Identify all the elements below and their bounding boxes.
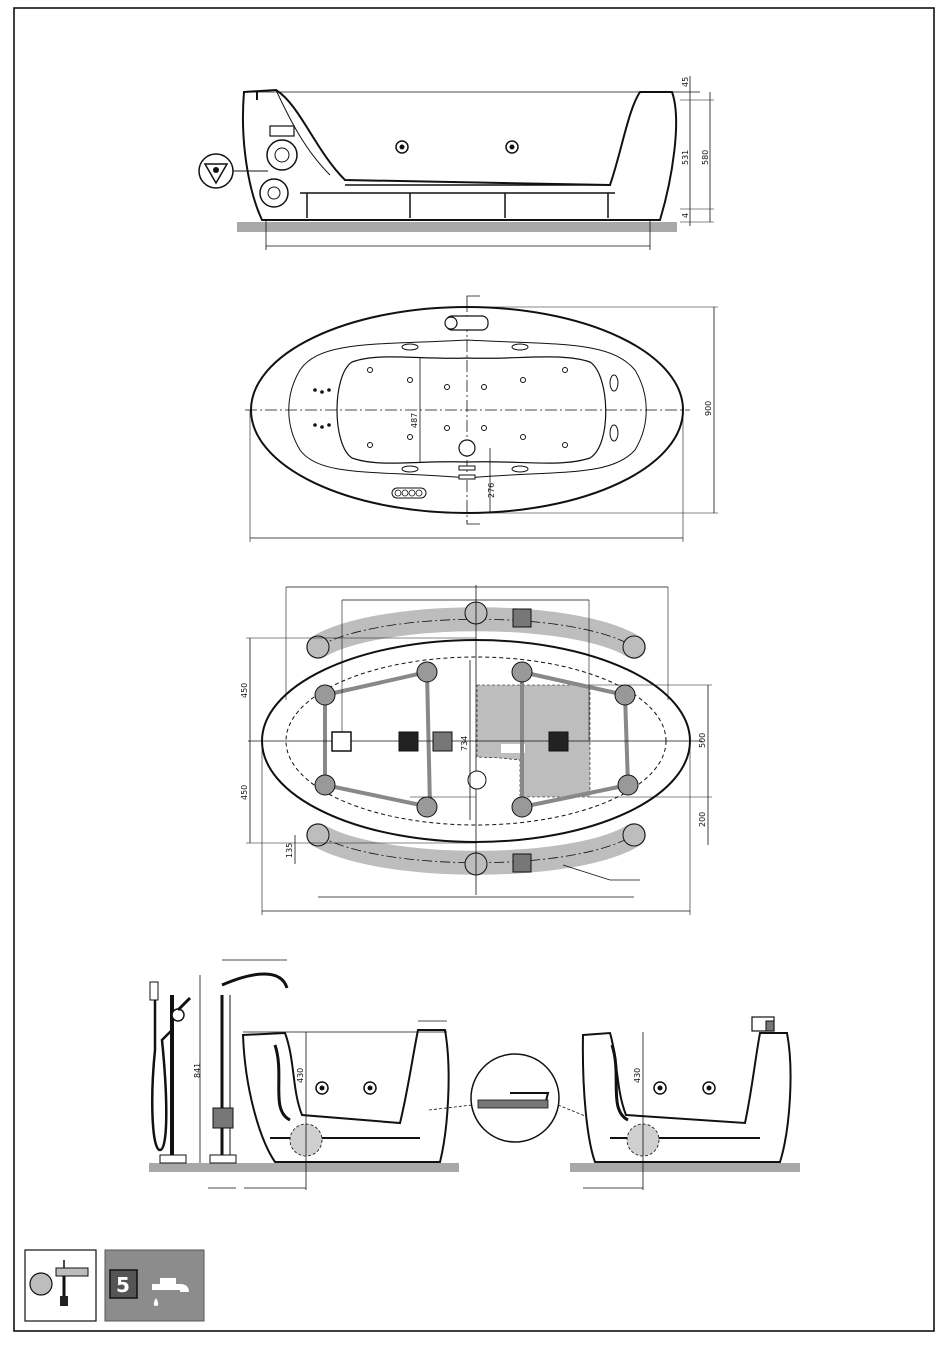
rail-clamp <box>513 854 531 872</box>
basin-dimension-label: 487 <box>410 413 419 428</box>
legend: 5 <box>25 1250 204 1321</box>
connection-box-black <box>549 732 568 751</box>
left-upper-dimension-label: 450 <box>240 683 249 698</box>
drain-icon <box>459 440 475 456</box>
width-dimension-label: 900 <box>704 401 713 416</box>
connection-box-gray <box>433 732 452 751</box>
legend-number: 5 <box>116 1273 130 1297</box>
spout-arc <box>222 974 287 988</box>
right-lower-dimension-label: 200 <box>698 812 707 827</box>
connection-box-black <box>399 732 418 751</box>
mixer-base <box>160 1155 186 1163</box>
pump-core <box>275 148 289 162</box>
mixer-handle-icon <box>445 317 457 329</box>
rail-clamp <box>513 609 531 627</box>
detail-drain-body <box>478 1100 548 1108</box>
jet-nozzle <box>510 145 515 150</box>
spout-base <box>210 1155 236 1163</box>
standpipe-connection-icon <box>30 1273 52 1295</box>
center-dimension-label: 734 <box>460 736 469 751</box>
mixer-height-label: 841 <box>193 1063 202 1078</box>
installation-plan-view: 450 450 734 500 200 135 <box>240 585 712 915</box>
mixer-control-box <box>213 1108 233 1128</box>
control-box <box>270 126 294 136</box>
depth-dimension-label: 531 <box>681 150 690 165</box>
floor-strip <box>149 1163 459 1172</box>
floor-strip <box>570 1163 800 1172</box>
top-plan-view: 900 487 276 <box>245 296 718 542</box>
left-depth-label: 430 <box>296 1068 305 1083</box>
section-marker-top <box>467 296 480 300</box>
drain-icon <box>468 771 486 789</box>
mixer-handle-icon <box>172 1009 184 1021</box>
tub-section-left <box>243 1030 449 1162</box>
tap-section-views: 841 430 430 <box>149 960 800 1190</box>
floor-strip <box>237 222 677 232</box>
drain-dimension-label: 276 <box>487 483 496 498</box>
right-depth-label: 430 <box>633 1068 642 1083</box>
gap-dimension-label: 4 <box>681 213 690 218</box>
left-lower-dimension-label: 450 <box>240 785 249 800</box>
right-upper-dimension-label: 500 <box>698 733 707 748</box>
side-elevation-view: 45 531 580 4 <box>199 76 714 250</box>
leader-line <box>563 865 610 880</box>
shower-hose <box>152 990 172 1150</box>
hand-shower-icon <box>150 982 158 1000</box>
rim-dimension-label: 45 <box>681 77 690 87</box>
section-marker-bottom <box>467 520 480 524</box>
equipotential-dot <box>213 167 219 173</box>
height-dimension-label: 580 <box>701 150 710 165</box>
motor-core <box>268 187 280 199</box>
tub-side-profile <box>243 90 676 220</box>
connection-box-white <box>332 732 351 751</box>
jet-nozzle <box>400 145 405 150</box>
rail-offset-dimension-label: 135 <box>285 843 294 858</box>
